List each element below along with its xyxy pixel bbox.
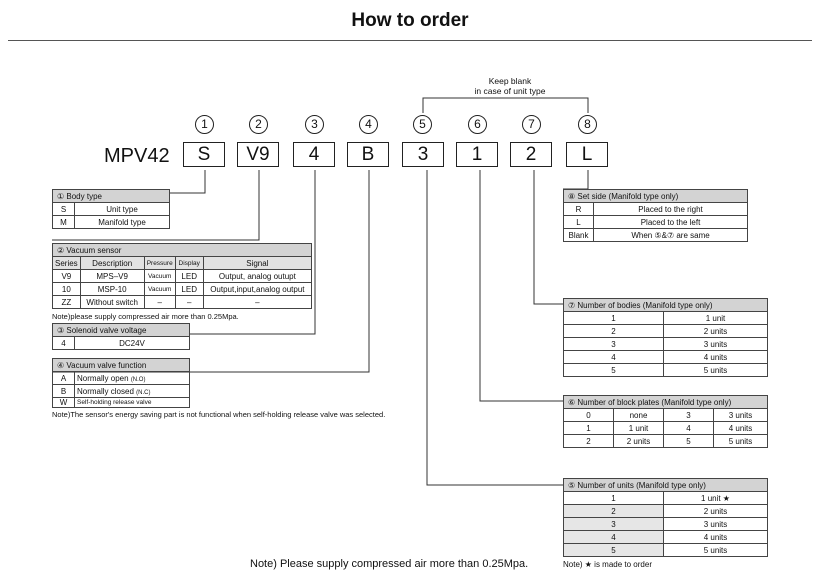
connector-bodies	[533, 170, 563, 305]
position-marker: 7	[522, 115, 541, 134]
position-marker: 4	[359, 115, 378, 134]
model-prefix: MPV42	[104, 145, 170, 167]
position-marker: 6	[468, 115, 487, 134]
code-box: V9	[237, 142, 279, 167]
made-to-order-note: Note) ★ is made to order	[563, 560, 652, 569]
code-box: 4	[293, 142, 335, 167]
table-header-row: Series Description Pressure Display Sign…	[52, 256, 313, 270]
code-box: 2	[510, 142, 552, 167]
connector-units	[426, 170, 563, 486]
position-marker: 8	[578, 115, 597, 134]
title-divider	[8, 40, 812, 41]
bodies-table: ⑦ Number of bodies (Manifold type only) …	[563, 298, 768, 377]
connector-block-plates	[479, 170, 563, 402]
code-box: 1	[456, 142, 498, 167]
units-table: ⑤ Number of units (Manifold type only) 1…	[563, 478, 768, 557]
block-plates-table: ⑥ Number of block plates (Manifold type …	[563, 395, 768, 448]
position-marker: 2	[249, 115, 268, 134]
valve-function-note: Note)The sensor's energy saving part is …	[52, 410, 386, 419]
code-box: B	[347, 142, 389, 167]
position-marker: 5	[413, 115, 432, 134]
bracket-line	[422, 97, 589, 113]
vacuum-sensor-table: ② Vacuum sensor Series Description Press…	[52, 243, 313, 309]
code-box: L	[566, 142, 608, 167]
bottom-note: Note) Please supply compressed air more …	[250, 558, 529, 570]
code-box: 3	[402, 142, 444, 167]
connector-solenoid	[190, 170, 316, 335]
vacuum-sensor-note: Note)please supply compressed air more t…	[52, 312, 239, 321]
connector-set-side	[563, 170, 589, 190]
page-title: How to order	[351, 10, 469, 31]
connector-vacuum-sensor	[52, 170, 260, 241]
code-box: S	[183, 142, 225, 167]
position-marker: 1	[195, 115, 214, 134]
position-marker: 3	[305, 115, 324, 134]
keep-blank-note: Keep blank in case of unit type	[474, 76, 546, 96]
